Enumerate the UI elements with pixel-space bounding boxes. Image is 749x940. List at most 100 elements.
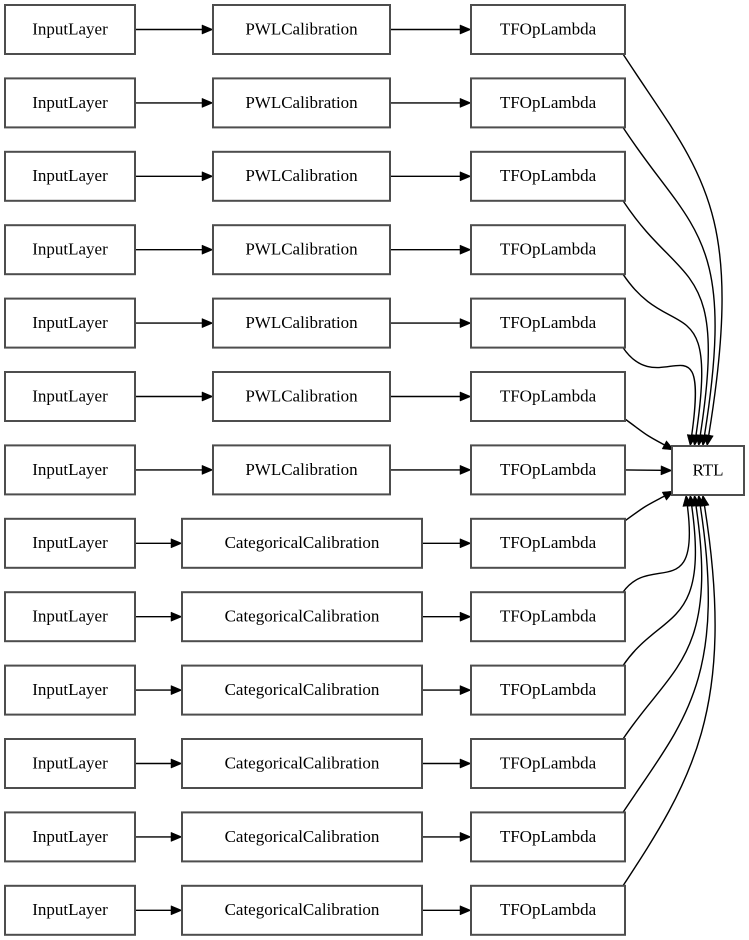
node-input-layer-0-label: InputLayer — [32, 19, 108, 38]
edge-input-to-calibration-8-arrowhead — [170, 611, 183, 622]
edge-input-to-calibration-3-arrowhead — [201, 244, 214, 255]
edge-calibration-to-lambda-5-arrowhead — [459, 391, 472, 402]
node-lambda-5[interactable]: TFOpLambda — [470, 371, 626, 422]
node-calibration-7[interactable]: CategoricalCalibration — [181, 517, 423, 569]
node-calibration-10-label: CategoricalCalibration — [225, 753, 380, 772]
node-input-layer-1[interactable]: InputLayer — [4, 77, 136, 129]
node-input-layer-1-label: InputLayer — [32, 93, 108, 112]
node-lambda-8[interactable]: TFOpLambda — [470, 591, 626, 643]
node-input-layer-10-label: InputLayer — [32, 753, 108, 772]
node-lambda-10[interactable]: TFOpLambda — [470, 738, 626, 789]
node-calibration-0-box — [212, 4, 391, 55]
node-lambda-8-box — [470, 591, 626, 643]
node-lambda-4-label: TFOpLambda — [500, 313, 597, 332]
node-calibration-12[interactable]: CategoricalCalibration — [181, 884, 423, 936]
node-calibration-5-box — [212, 371, 391, 422]
node-lambda-6-label: TFOpLambda — [500, 460, 597, 479]
edge-calibration-to-lambda-12-arrowhead — [459, 905, 472, 916]
node-lambda-5-label: TFOpLambda — [500, 386, 597, 405]
node-calibration-10-box — [181, 738, 423, 789]
node-rtl-output-box — [671, 445, 745, 496]
node-calibration-12-label: CategoricalCalibration — [225, 900, 380, 919]
node-calibration-5[interactable]: PWLCalibration — [212, 371, 391, 422]
node-input-layer-7[interactable]: InputLayer — [4, 517, 136, 569]
edges-layer — [135, 24, 723, 916]
node-input-layer-9-box — [4, 664, 136, 716]
edge-lambda-to-rtl-0 — [622, 53, 723, 436]
node-input-layer-4-label: InputLayer — [32, 313, 108, 332]
node-calibration-11[interactable]: CategoricalCalibration — [181, 811, 423, 863]
node-input-layer-11-label: InputLayer — [32, 827, 108, 846]
node-lambda-1[interactable]: TFOpLambda — [470, 77, 626, 129]
node-input-layer-5-box — [4, 371, 136, 422]
edge-lambda-to-rtl-4 — [622, 347, 697, 436]
node-lambda-9[interactable]: TFOpLambda — [470, 664, 626, 716]
edge-calibration-to-lambda-9-arrowhead — [459, 685, 472, 696]
edge-input-to-calibration-10-arrowhead — [170, 758, 183, 769]
node-lambda-10-label: TFOpLambda — [500, 753, 597, 772]
node-calibration-8-label: CategoricalCalibration — [225, 607, 380, 626]
node-lambda-6[interactable]: TFOpLambda — [470, 444, 626, 496]
node-input-layer-8[interactable]: InputLayer — [4, 591, 136, 643]
node-lambda-2-label: TFOpLambda — [500, 166, 597, 185]
node-lambda-4-box — [470, 297, 626, 349]
node-input-layer-0[interactable]: InputLayer — [4, 4, 136, 55]
node-calibration-4[interactable]: PWLCalibration — [212, 297, 391, 349]
edge-input-to-calibration-6-arrowhead — [201, 464, 214, 475]
edge-lambda-to-rtl-9 — [622, 505, 697, 666]
node-lambda-3[interactable]: TFOpLambda — [470, 224, 626, 276]
node-calibration-1[interactable]: PWLCalibration — [212, 77, 391, 129]
node-calibration-6[interactable]: PWLCalibration — [212, 444, 391, 496]
node-calibration-2[interactable]: PWLCalibration — [212, 150, 391, 202]
node-calibration-8-box — [181, 591, 423, 643]
node-lambda-2[interactable]: TFOpLambda — [470, 150, 626, 202]
node-input-layer-11[interactable]: InputLayer — [4, 811, 136, 863]
node-calibration-0[interactable]: PWLCalibration — [212, 4, 391, 55]
node-input-layer-0-box — [4, 4, 136, 55]
node-rtl-output[interactable]: RTL — [671, 445, 745, 496]
edge-calibration-to-lambda-4-arrowhead — [459, 318, 472, 329]
node-lambda-11[interactable]: TFOpLambda — [470, 811, 626, 863]
edge-lambda-to-rtl-7 — [624, 495, 665, 522]
node-input-layer-3[interactable]: InputLayer — [4, 224, 136, 276]
node-lambda-7[interactable]: TFOpLambda — [470, 517, 626, 569]
node-calibration-8[interactable]: CategoricalCalibration — [181, 591, 423, 643]
node-input-layer-9-label: InputLayer — [32, 680, 108, 699]
node-input-layer-9[interactable]: InputLayer — [4, 664, 136, 716]
node-lambda-3-label: TFOpLambda — [500, 240, 597, 259]
node-calibration-6-box — [212, 444, 391, 496]
node-input-layer-12[interactable]: InputLayer — [4, 884, 136, 936]
edge-lambda-to-rtl-1 — [622, 127, 716, 436]
edge-lambda-to-rtl-4-arrowhead — [686, 434, 697, 447]
node-lambda-0[interactable]: TFOpLambda — [470, 4, 626, 55]
edge-lambda-to-rtl-12 — [622, 505, 716, 887]
node-input-layer-5[interactable]: InputLayer — [4, 371, 136, 422]
node-lambda-8-label: TFOpLambda — [500, 607, 597, 626]
node-input-layer-6[interactable]: InputLayer — [4, 444, 136, 496]
node-lambda-11-box — [470, 811, 626, 863]
node-input-layer-12-box — [4, 884, 136, 936]
node-lambda-7-label: TFOpLambda — [500, 533, 597, 552]
node-input-layer-2-label: InputLayer — [32, 166, 108, 185]
node-lambda-1-box — [470, 77, 626, 129]
node-calibration-3[interactable]: PWLCalibration — [212, 224, 391, 276]
node-lambda-12-box — [470, 884, 626, 936]
node-lambda-0-label: TFOpLambda — [500, 19, 597, 38]
node-lambda-4[interactable]: TFOpLambda — [470, 297, 626, 349]
node-input-layer-3-box — [4, 224, 136, 276]
node-calibration-9[interactable]: CategoricalCalibration — [181, 664, 423, 716]
node-calibration-0-label: PWLCalibration — [245, 19, 358, 38]
node-calibration-10[interactable]: CategoricalCalibration — [181, 738, 423, 789]
node-input-layer-10[interactable]: InputLayer — [4, 738, 136, 789]
node-input-layer-4[interactable]: InputLayer — [4, 297, 136, 349]
node-lambda-12[interactable]: TFOpLambda — [470, 884, 626, 936]
node-calibration-1-label: PWLCalibration — [245, 93, 358, 112]
node-input-layer-2-box — [4, 150, 136, 202]
edge-lambda-to-rtl-12-arrowhead — [699, 494, 710, 507]
node-calibration-4-label: PWLCalibration — [245, 313, 358, 332]
node-input-layer-2[interactable]: InputLayer — [4, 150, 136, 202]
node-input-layer-6-box — [4, 444, 136, 496]
node-calibration-9-box — [181, 664, 423, 716]
